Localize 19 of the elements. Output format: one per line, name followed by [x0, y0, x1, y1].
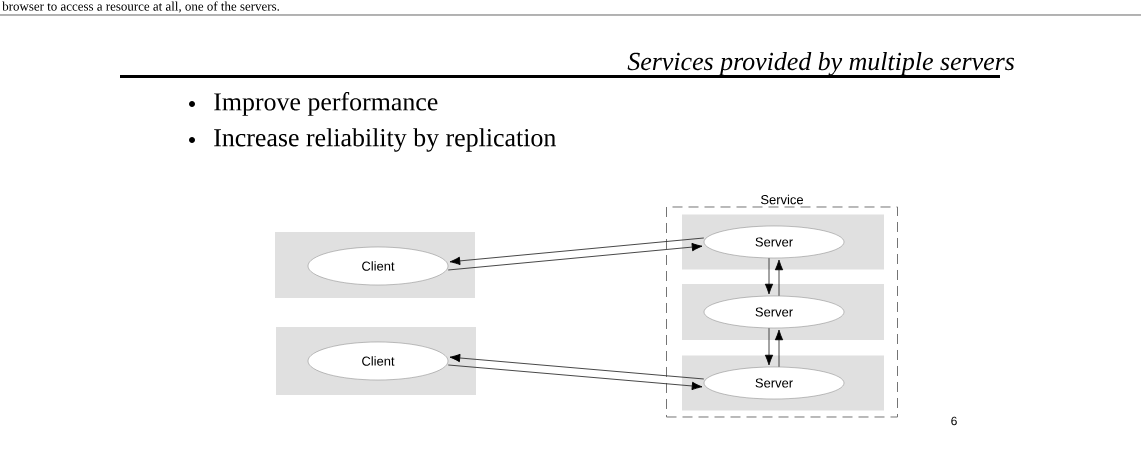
arrow — [447, 242, 703, 271]
page-number: 6 — [951, 416, 957, 426]
ellipse-node: Client — [307, 341, 449, 381]
arrow — [774, 329, 784, 368]
arrow — [449, 353, 705, 380]
ellipse-node: Server — [703, 225, 845, 259]
ellipse-node: Server — [703, 295, 845, 329]
arrow — [764, 257, 774, 295]
bullet-item: Improve performance — [214, 92, 438, 116]
node-label: Service — [761, 194, 804, 205]
arrow — [449, 237, 705, 266]
ellipse-node: Client — [307, 246, 449, 286]
ellipse-node: Server — [703, 366, 845, 400]
arrow — [774, 259, 784, 297]
body-text: browser to access a resource at all, one of the servers. — [2, 1, 279, 13]
bullet-item: Increase reliability by replication — [214, 128, 556, 152]
slide-title: Services provided by multiple servers — [627, 52, 1015, 76]
arrow — [447, 364, 703, 391]
arrow — [764, 327, 774, 366]
